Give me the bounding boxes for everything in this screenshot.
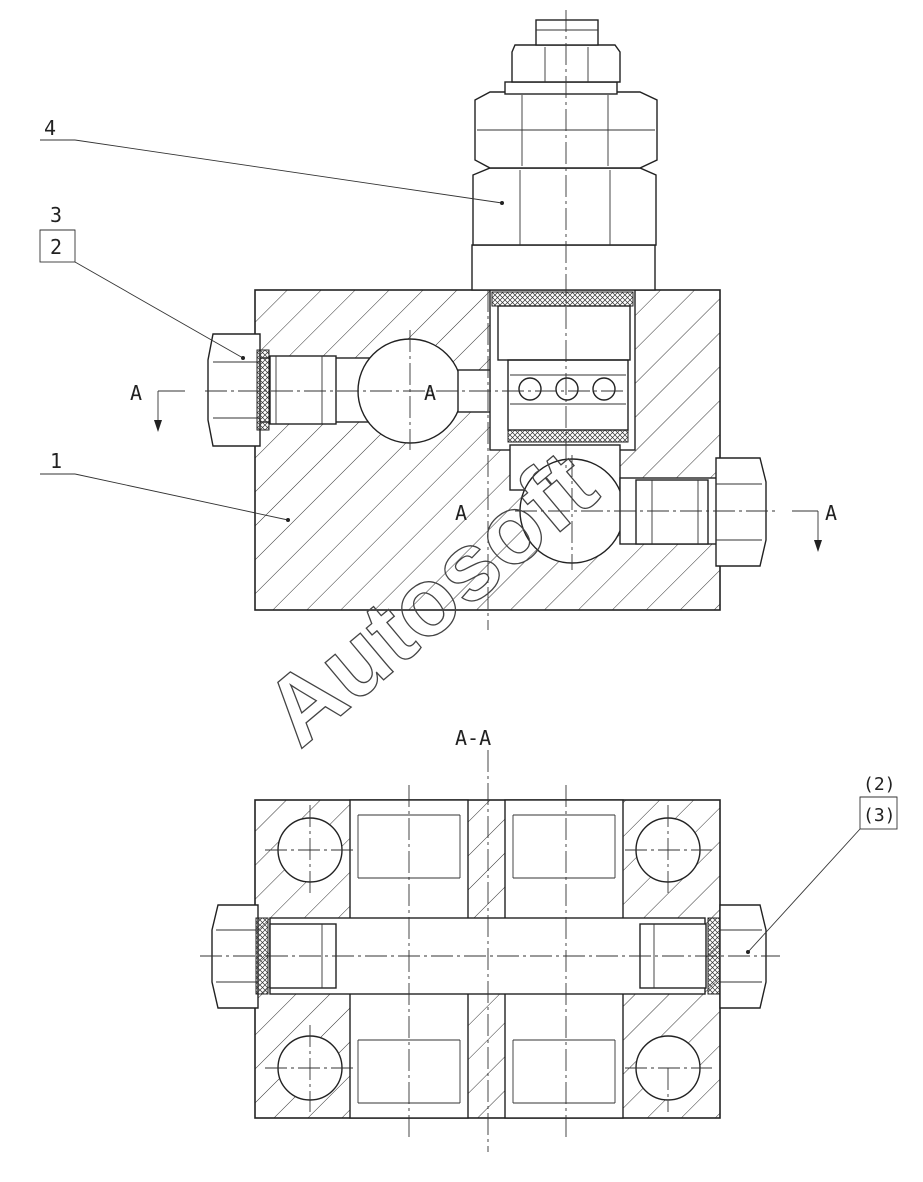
part-label-4: 4 bbox=[44, 116, 56, 140]
section-title: A-A bbox=[455, 726, 491, 750]
part-label-3: 3 bbox=[50, 203, 62, 227]
section-mark-lower: A bbox=[455, 501, 467, 525]
section-mark-center: A bbox=[424, 381, 436, 405]
part-label-1: 1 bbox=[50, 449, 62, 473]
section-mark-right: A bbox=[825, 501, 837, 525]
ref-label-2: (2) bbox=[863, 774, 896, 795]
top-view: A A A A bbox=[130, 10, 837, 630]
left-plug bbox=[211, 904, 337, 1009]
section-view-a-a: A-A bbox=[200, 726, 898, 1152]
right-fitting bbox=[635, 457, 767, 567]
section-mark-left: A bbox=[130, 381, 142, 405]
valve-block-body bbox=[254, 289, 721, 611]
ref-label-3: (3) bbox=[863, 805, 896, 826]
part-label-2: 2 bbox=[50, 235, 62, 259]
part-callouts: 4 3 2 1 bbox=[39, 116, 504, 522]
cartridge-valve bbox=[471, 19, 658, 291]
left-fitting bbox=[207, 333, 337, 447]
